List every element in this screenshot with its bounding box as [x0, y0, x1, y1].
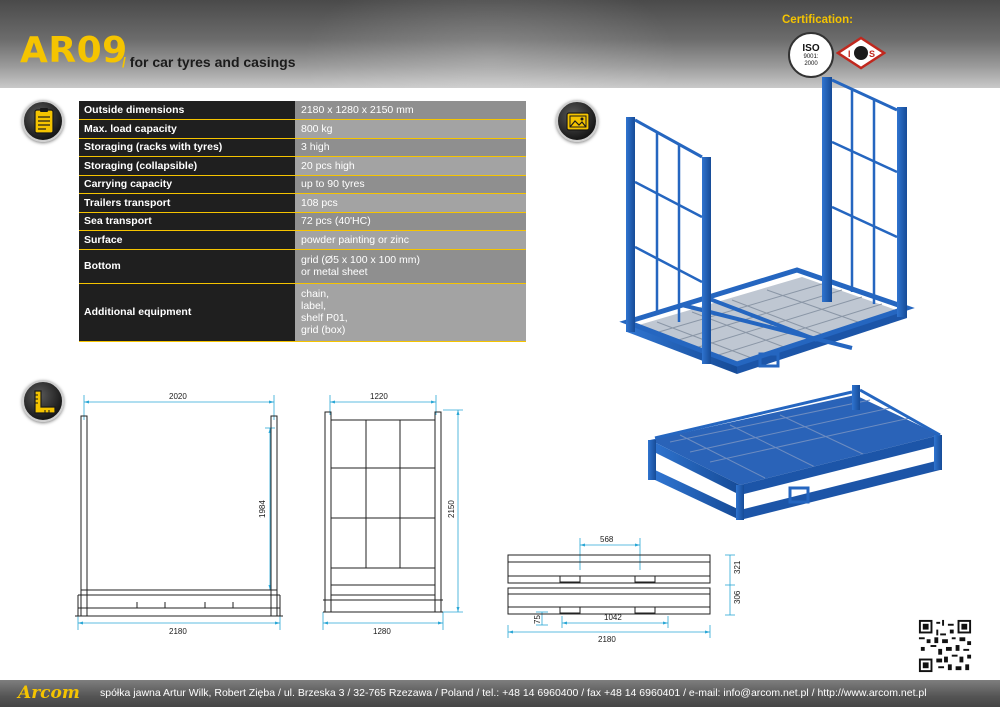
folded-fork-gap-dim: 568: [600, 535, 614, 544]
image-icon: [556, 100, 598, 142]
footer-bar: Arcom spółka jawna Artur Wilk, Robert Zi…: [0, 680, 1000, 707]
front-bottom-width-dim: 2180: [169, 627, 187, 636]
spec-value: grid (Ø5 x 100 x 100 mm)or metal sheet: [295, 249, 526, 284]
spec-label: Surface: [79, 230, 295, 250]
front-top-width-dim: 2020: [169, 392, 187, 401]
spec-label: Outside dimensions: [79, 101, 295, 120]
spec-label: Bottom: [79, 249, 295, 284]
spec-label: Storaging (racks with tyres): [79, 138, 295, 157]
spec-value: 2180 x 1280 x 2150 mm: [295, 101, 526, 120]
iso-logo-line2: 9001:: [803, 54, 819, 60]
front-height-dim: 1984: [258, 500, 267, 518]
product-model: AR09: [20, 30, 128, 71]
folded-view-drawing: 568 321 306 75 1042 2180: [507, 535, 742, 644]
svg-text:I: I: [848, 49, 851, 59]
iso-certificate-logo: ISO 9001: 2000: [788, 32, 834, 78]
spec-label: Storaging (collapsible): [79, 156, 295, 176]
product-photo-assembled: [619, 77, 915, 374]
company-logo: Arcom: [18, 683, 80, 703]
spec-label: Carrying capacity: [79, 175, 295, 194]
spec-label: Max. load capacity: [79, 119, 295, 139]
spec-value: 108 pcs: [295, 193, 526, 213]
header-bar: AR09 / for car tyres and casings Certifi…: [0, 0, 1000, 88]
company-address: spółka jawna Artur Wilk, Robert Zięba / …: [100, 687, 927, 699]
folded-total-width-dim: 2180: [598, 635, 616, 644]
spec-value: 72 pcs (40'HC): [295, 212, 526, 231]
iso-logo-line1: ISO: [802, 43, 820, 54]
folded-foot-dim: 75: [533, 615, 542, 624]
ios-certificate-logo: I S: [836, 36, 886, 70]
front-view-drawing: 2020 1984 2180: [75, 392, 283, 636]
spec-value: 800 kg: [295, 119, 526, 139]
subtitle-slash: /: [122, 54, 130, 70]
subtitle-text: for car tyres and casings: [129, 54, 296, 70]
folded-total-height-dim: 306: [733, 590, 742, 604]
svg-text:S: S: [869, 49, 875, 59]
product-subtitle: / for car tyres and casings: [122, 54, 296, 70]
ruler-icon: [22, 380, 64, 422]
side-top-width-dim: 1220: [370, 392, 388, 401]
qr-code: [917, 618, 973, 674]
spec-row: Storaging (racks with tyres)3 high: [79, 138, 526, 157]
spec-label: Sea transport: [79, 212, 295, 231]
header-highlight: [300, 0, 680, 88]
side-bottom-width-dim: 1280: [373, 627, 391, 636]
spec-value: 20 pcs high: [295, 156, 526, 176]
side-height-dim: 2150: [447, 500, 456, 518]
spec-value: up to 90 tyres: [295, 175, 526, 194]
iso-logo-line3: 2000: [804, 61, 818, 67]
product-photo-folded: [648, 385, 942, 520]
side-view-drawing: 1220 2150 1280: [322, 392, 463, 636]
spec-value: powder painting or zinc: [295, 230, 526, 250]
spec-value: chain,label,shelf P01,grid (box): [295, 283, 526, 342]
spec-row: Storaging (collapsible)20 pcs high: [79, 156, 526, 176]
spec-label: Trailers transport: [79, 193, 295, 213]
spec-label: Additional equipment: [79, 283, 295, 342]
certification-label: Certification:: [782, 14, 853, 26]
spec-value: 3 high: [295, 138, 526, 157]
folded-inner-width-dim: 1042: [604, 613, 622, 622]
clipboard-icon: [22, 100, 64, 142]
folded-height-dim: 321: [733, 560, 742, 574]
